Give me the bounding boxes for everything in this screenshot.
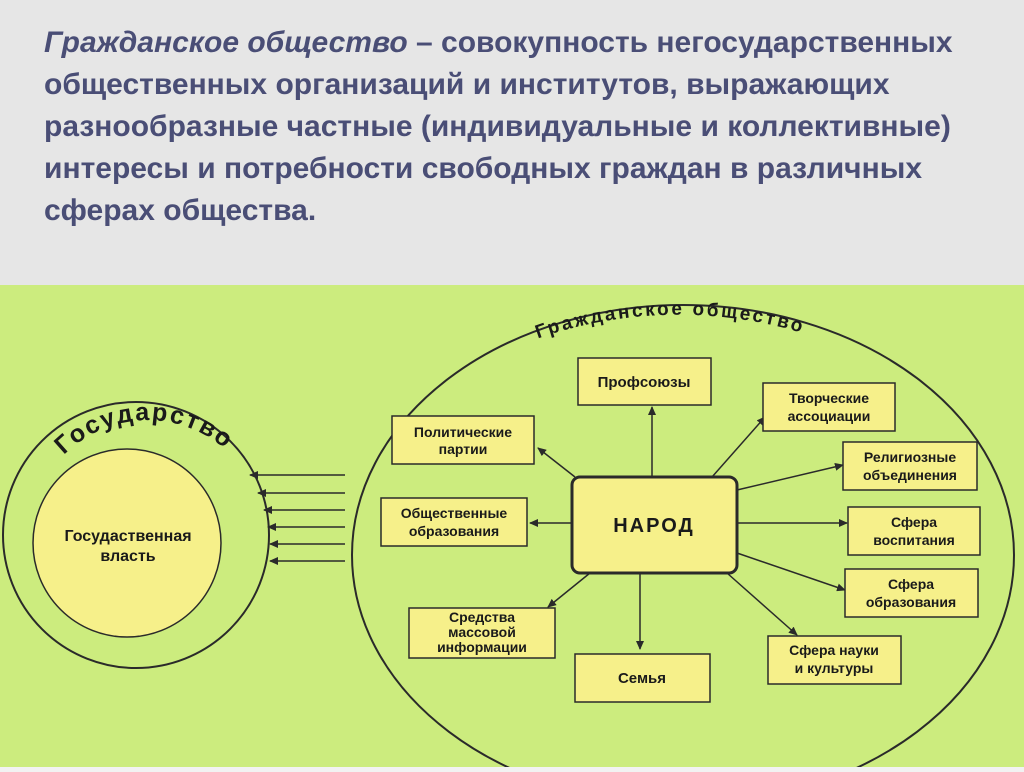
node-science: Сфера науки и культуры — [767, 635, 902, 685]
node-media: Средства массовой информации — [408, 607, 556, 659]
node-public-label-2: образования — [409, 523, 499, 539]
node-political-label-1: Политические — [414, 424, 512, 440]
definition-text: Гражданское общество – совокупность него… — [44, 22, 994, 232]
definition-term: Гражданское общество — [44, 26, 408, 59]
node-public-label-1: Общественные — [401, 505, 508, 521]
node-family-label: Семья — [618, 670, 666, 687]
node-media-label-1: Средства — [449, 609, 515, 625]
state-circle: Государство Госудаственная власть — [2, 398, 270, 669]
people-arrows — [529, 406, 848, 650]
node-education-label-1: Сфера — [888, 576, 934, 592]
node-political-box — [391, 415, 535, 465]
node-religious: Религиозные объединения — [842, 441, 978, 491]
node-creative: Творческие ассоциации — [762, 382, 896, 432]
node-education-box — [844, 568, 979, 618]
node-creative-label-2: ассоциации — [788, 408, 871, 424]
node-upbringing-box — [847, 506, 981, 556]
node-science-label-2: и культуры — [795, 660, 874, 676]
node-science-label-1: Сфера науки — [789, 642, 879, 658]
people-label: НАРОД — [613, 515, 695, 537]
arrow-political — [537, 447, 576, 478]
node-upbringing-label-1: Сфера — [891, 514, 937, 530]
state-power-label-1: Госудаственная — [64, 528, 191, 545]
node-education-label-2: образования — [866, 594, 956, 610]
node-public: Общественные образования — [380, 497, 528, 547]
node-religious-label-1: Религиозные — [864, 449, 956, 465]
people-box: НАРОД — [570, 475, 739, 575]
node-creative-label-1: Творческие — [789, 390, 869, 406]
node-public-box — [380, 497, 528, 547]
node-upbringing-label-2: воспитания — [873, 532, 955, 548]
node-family-box — [574, 653, 711, 703]
definition-body: совокупность негосударственных обществен… — [44, 26, 953, 227]
node-media-box — [408, 607, 556, 659]
node-trade-unions: Профсоюзы — [577, 357, 712, 406]
society-to-state-arrows — [249, 471, 345, 565]
node-political-label-2: партии — [439, 441, 488, 457]
definition-panel: Гражданское общество – совокупность него… — [0, 0, 1024, 285]
node-media-label-2: массовой — [448, 624, 516, 640]
node-religious-label-2: объединения — [863, 467, 957, 483]
state-power-circle — [32, 448, 222, 638]
arrow-religious — [736, 462, 844, 491]
node-science-box — [767, 635, 902, 685]
people-box-frame — [570, 475, 739, 575]
state-power-label-2: власть — [100, 548, 155, 565]
society-ellipse — [351, 304, 1015, 772]
node-media-label-3: информации — [437, 639, 527, 655]
arrow-media — [547, 572, 591, 608]
node-upbringing: Сфера воспитания — [847, 506, 981, 556]
node-political: Политические партии — [391, 415, 535, 465]
node-trade-unions-box — [577, 357, 712, 406]
node-creative-box — [762, 382, 896, 432]
node-trade-unions-label: Профсоюзы — [598, 374, 691, 391]
arrow-creative — [711, 416, 766, 478]
node-education: Сфера образования — [844, 568, 979, 618]
definition-dash: – — [407, 26, 442, 59]
node-religious-box — [842, 441, 978, 491]
civil-society-diagram: Государство Госудаственная власть Гражда… — [0, 285, 1024, 772]
arrow-science — [726, 572, 798, 636]
arrow-education — [736, 552, 846, 592]
node-family: Семья — [574, 653, 711, 703]
